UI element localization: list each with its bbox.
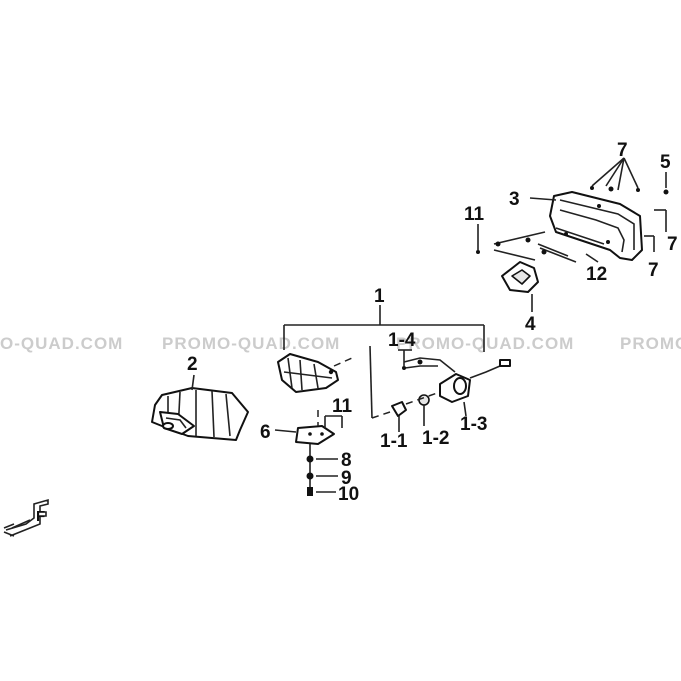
watermark-left: O-QUAD.COM bbox=[0, 334, 123, 353]
front-direction-marker bbox=[3, 498, 49, 537]
callout-1-2: 1-2 bbox=[422, 428, 449, 449]
screw-stack-part bbox=[306, 455, 338, 496]
callout-7-right: 7 bbox=[667, 234, 678, 255]
callout-11-top: 11 bbox=[464, 204, 485, 225]
bracket-4-part bbox=[501, 261, 539, 312]
headlight-unit-part bbox=[277, 353, 353, 393]
meter-bracket-part bbox=[529, 186, 643, 261]
callout-4: 4 bbox=[525, 314, 536, 335]
watermark-right: PROMO bbox=[620, 334, 681, 353]
assembly-1-bracket bbox=[283, 305, 485, 352]
callout-1: 1 bbox=[374, 286, 385, 307]
watermark-center-right: PROMO-QUAD.COM bbox=[396, 334, 574, 353]
callout-7-top: 7 bbox=[617, 140, 628, 161]
callout-1-4: 1-4 bbox=[388, 330, 416, 351]
callout-11-mid: 11 bbox=[332, 396, 353, 417]
callout-1-1: 1-1 bbox=[380, 431, 408, 452]
watermark-center-left: PROMO-QUAD.COM bbox=[162, 334, 340, 353]
callout-7-lower: 7 bbox=[648, 260, 659, 281]
callout-12: 12 bbox=[586, 264, 607, 285]
bracket-6-part bbox=[274, 410, 343, 496]
callout-2: 2 bbox=[187, 354, 198, 375]
callout-3: 3 bbox=[509, 189, 520, 210]
callout-10: 10 bbox=[338, 484, 359, 505]
callout-5: 5 bbox=[660, 152, 671, 173]
callout-9: 9 bbox=[341, 468, 352, 489]
callout-1-3: 1-3 bbox=[460, 414, 487, 435]
front-marker-label: F bbox=[36, 508, 45, 525]
callout-8: 8 bbox=[341, 450, 352, 471]
mounting-hardware-part bbox=[476, 157, 669, 263]
headlight-cover-part bbox=[151, 374, 249, 441]
callout-6: 6 bbox=[260, 422, 271, 443]
bulb-assembly-part bbox=[369, 345, 511, 432]
